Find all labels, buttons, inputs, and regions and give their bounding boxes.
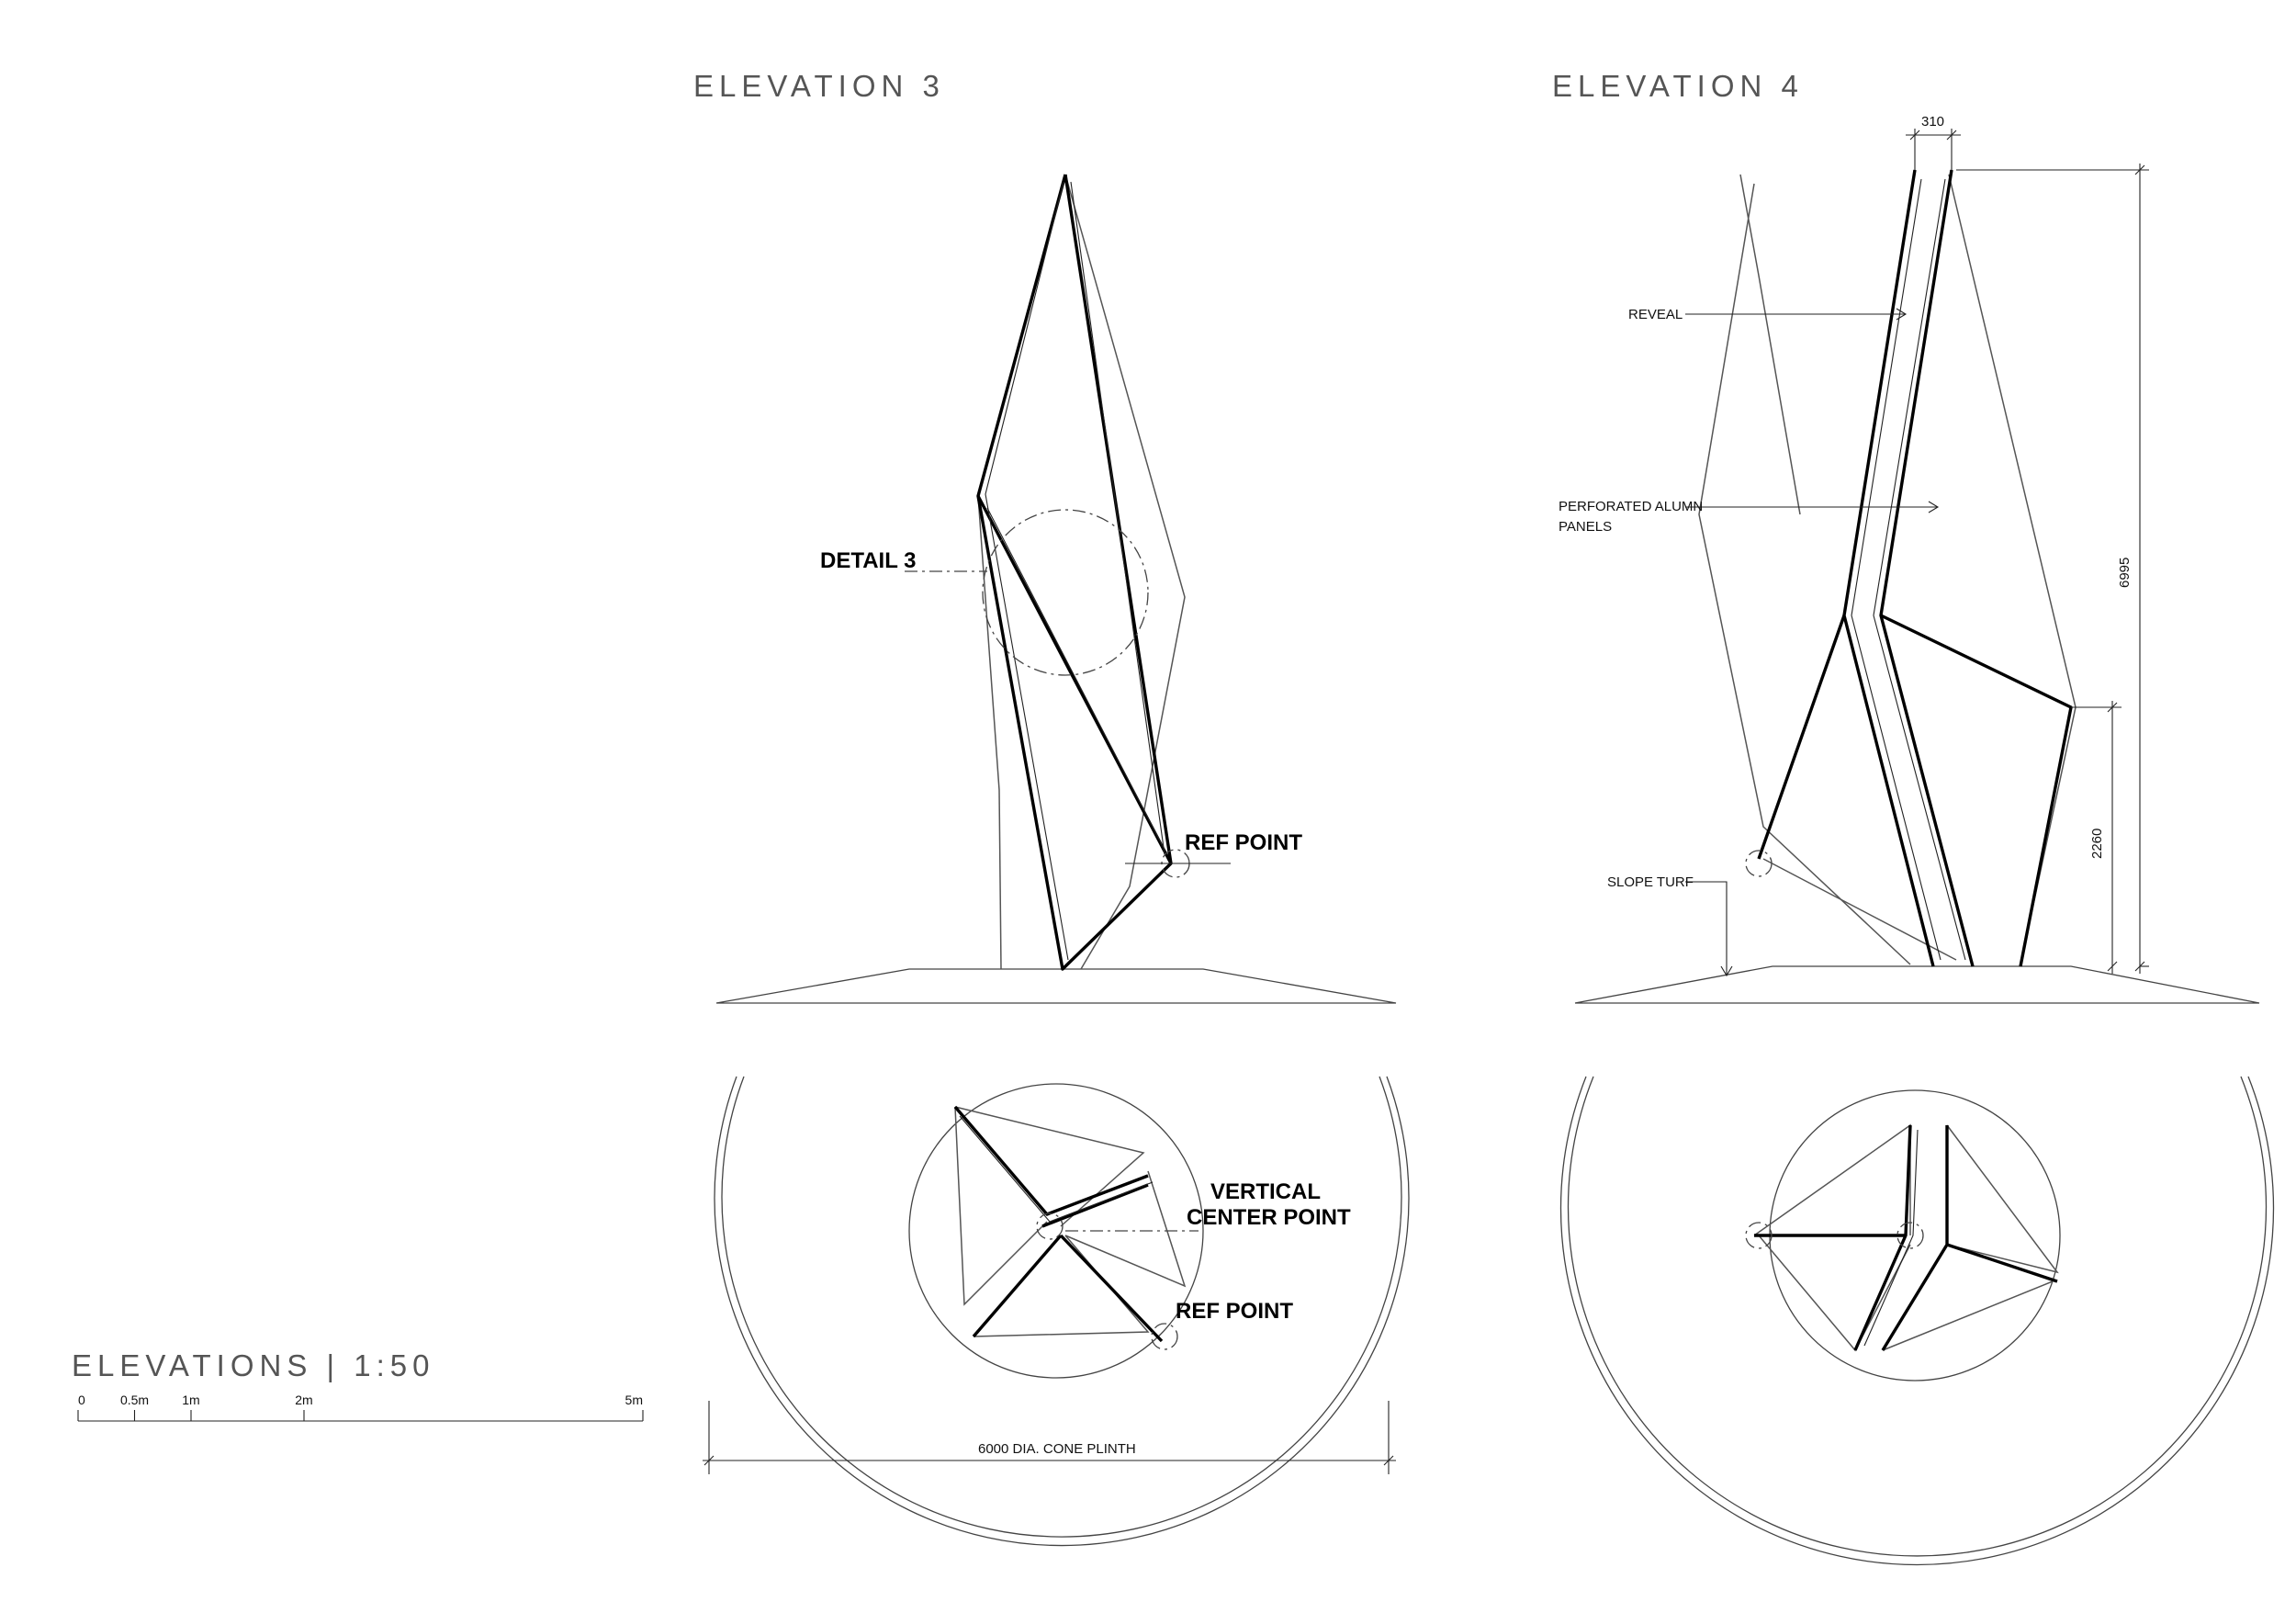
plan-4-sculpture (1753, 1123, 2059, 1352)
plan-3-inner-circle (908, 1083, 1204, 1379)
elevation-4-back-edge-3 (1698, 183, 1911, 965)
elevation-4-back-edge-1 (1739, 174, 1801, 515)
plinth-dim-label: 6000 DIA. CONE PLINTH (978, 1441, 1136, 1457)
plan-3-drawing: VERTICAL CENTER POINT REF POINT 6000 DIA… (703, 1076, 1410, 1547)
slope-turf-label: SLOPE TURF (1607, 874, 1694, 890)
plan-3-center-marker (1036, 1212, 1064, 1240)
panels-label-line2: PANELS (1559, 519, 1612, 535)
reveal-label: REVEAL (1628, 307, 1683, 322)
elevation-4-drawing: REVEAL PERFORATED ALUMN PANELS SLOPE TUR… (1559, 114, 2260, 1004)
elevation-3-drawing: DETAIL 3 REF POINT (715, 174, 1397, 1004)
elevation-4-back-edge-2 (1948, 174, 2077, 965)
scale-bar-tick-label: 5m (625, 1393, 643, 1407)
scale-bar-tick-label: 2m (295, 1393, 312, 1407)
svg-text:6995: 6995 (2117, 558, 2133, 588)
scale-bar-title: ELEVATIONS | 1:50 (72, 1348, 434, 1382)
elevation-3-title: ELEVATION 3 (693, 69, 945, 103)
elevation-3-plinth (715, 968, 1397, 1004)
plinth-diameter-dimension: 6000 DIA. CONE PLINTH (703, 1401, 1396, 1474)
elevation-3-back-edge-left (977, 495, 1002, 970)
scale-bar-tick-label: 1m (182, 1393, 199, 1407)
scale-bar-tick-label: 0.5m (120, 1393, 149, 1407)
elevation-3-sculpture (976, 174, 1173, 971)
panels-label-line1: PERFORATED ALUMN (1559, 499, 1703, 514)
vertical-center-label-line2: CENTER POINT (1187, 1205, 1351, 1230)
plan-4-ref-marker (1745, 1222, 1773, 1249)
detail-3-circle (982, 509, 1149, 676)
elevation-4-plinth (1574, 965, 2260, 1004)
plan-4-plinth-outer (1567, 1076, 2268, 1557)
svg-text:2260: 2260 (2089, 829, 2105, 859)
slope-turf-leader (1685, 881, 1728, 976)
scale-bar: 0 0.5m 1m 2m 5m (77, 1393, 644, 1422)
dimension-310: 310 (1906, 114, 1961, 170)
plan-3-sculpture (953, 1105, 1187, 1343)
elevation-4-ref-point-marker (1745, 850, 1773, 877)
elevation-3-ref-point-label: REF POINT (1185, 830, 1302, 855)
plan-4-drawing (1559, 1076, 2275, 1566)
elevation-4-back-edge-4 (1762, 858, 1957, 961)
elevation-4-sculpture (1757, 169, 2073, 967)
detail-3-label: DETAIL 3 (820, 548, 916, 573)
plan-4-center-marker (1896, 1222, 1924, 1249)
plan-3-ref-point-label: REF POINT (1176, 1299, 1293, 1324)
scale-bar-tick-label: 0 (78, 1393, 85, 1407)
elevation-4-title: ELEVATION 4 (1552, 69, 1804, 103)
plan-3-ref-point-marker (1151, 1323, 1178, 1350)
dimension-2260: 2260 (2071, 701, 2122, 974)
svg-text:310: 310 (1921, 114, 1944, 130)
plan-3-plinth-outer (721, 1076, 1402, 1538)
dimension-6995: 6995 (1956, 164, 2149, 974)
vertical-center-label-line1: VERTICAL (1210, 1179, 1321, 1204)
